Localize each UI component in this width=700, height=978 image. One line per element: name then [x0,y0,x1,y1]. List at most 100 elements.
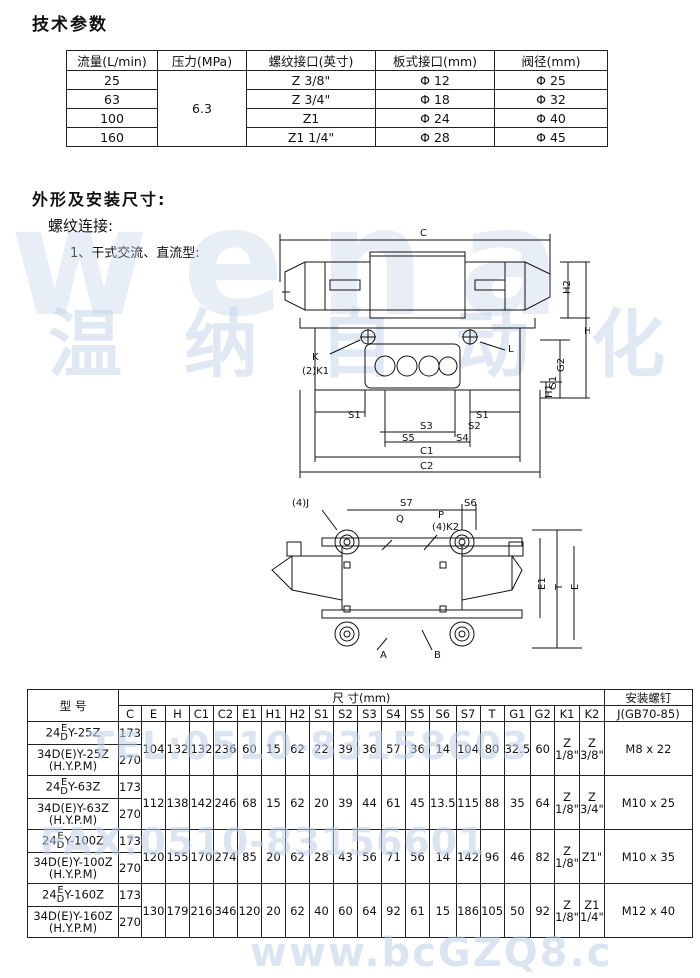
bolt-spec: M12 x 40 [603,883,694,938]
model-prefix: 24 [45,725,61,740]
model-sup: E [57,831,64,842]
watermark-fax: FAX:0510-83156601 [40,820,486,864]
spec-thread: Z1 1/4" [246,127,376,147]
dim-value: 45 [404,775,430,830]
dim-c-b: 270 [118,798,142,830]
model-sub: D [60,732,68,743]
col-header: S4 [380,705,406,722]
dim-value: 40 [308,883,334,938]
section-title-tech-params: 技术参数 [32,15,108,35]
dim-value: 20 [260,883,286,938]
plan-label-B: B [434,650,441,661]
model-suffix: Y-100Z [64,833,104,848]
plan-label-Q: Q [396,514,404,525]
col-header: C2 [212,705,238,722]
plan-label-S6: S6 [464,498,477,509]
dim-value: 274 [212,829,238,884]
dim-value: 15 [260,721,286,776]
model-sup: E [60,777,68,788]
spec-flow: 160 [66,127,158,147]
dim-value: 179 [164,883,190,938]
dim-value: 35 [503,775,532,830]
model-sup: E [60,723,68,734]
model-suffix: Y-25Z [68,725,101,740]
dim-value: 20 [260,829,286,884]
spec-plate: Φ 24 [375,108,495,128]
dim-value: 44 [356,775,382,830]
dim-value: 60 [236,721,262,776]
col-header: C [118,705,142,722]
watermark-logo: wena [10,176,595,350]
dim-value: 80 [479,721,505,776]
model-sub: D [60,786,68,797]
spec-dia: Φ 25 [494,70,608,90]
spec-header-plate: 板式接口(mm) [375,50,495,71]
section-title-dimensions: 外形及安装尺寸: [32,190,167,209]
dim-label-C2: C2 [420,461,433,472]
dim-value: 216 [188,883,214,938]
k2-bottom: 3/4" [579,801,604,816]
dim-value: 62 [284,883,310,938]
col-header: S3 [356,705,382,722]
model-b-line2: (H.Y.P.M) [48,921,98,935]
dim-label-K1: (2)K1 [302,366,329,377]
size-header: 尺 寸(mm) [118,689,605,706]
model-sup: E [57,885,64,896]
dim-label-S5: S5 [402,433,415,444]
k1-bottom: 1/8" [555,747,579,762]
model-name-b: 34D(E)Y-25Z(H.Y.P.M) [27,744,119,776]
dim-label-K: K [312,352,319,363]
dim-value: 92 [530,883,556,938]
k1-bottom: 1/8" [555,855,579,870]
dim-value: 68 [236,775,262,830]
spec-pressure: 6.3 [157,70,247,147]
spec-plate: Φ 12 [375,70,495,90]
drawing-front-view: C H2 H G2 G1 H1 K (2)K1 L S1 S1 S3 S2 S5… [279,228,590,478]
plan-label-S7: S7 [400,498,413,509]
model-b-line1: 34D(E)Y-63Z [36,801,110,815]
model-b-line1: 34D(E)Y-160Z [33,909,113,923]
dim-value: 85 [236,829,262,884]
model-prefix: 24 [42,887,57,902]
spec-flow: 25 [66,70,158,90]
dim-label-H1: H1 [544,384,555,398]
dims-row-b: 34D(E)Y-100Z(H.Y.P.M)270 [27,852,693,884]
bolt-spec: M8 x 22 [603,721,694,776]
dim-value: 170 [188,829,214,884]
dim-value: 56 [404,829,430,884]
col-header: G2 [530,705,556,722]
spec-plate: Φ 18 [375,89,495,109]
k1-bottom: 1/8" [555,909,579,924]
plan-label-P: P [438,510,444,521]
dim-value: 60 [530,721,556,776]
dim-label-S4: S4 [456,433,469,444]
model-b-line1: 34D(E)Y-100Z [33,855,113,869]
plan-label-A: A [380,650,387,661]
dim-value: 15 [428,883,457,938]
dim-c-a: 173 [118,883,142,907]
dim-label-C1: C1 [420,446,433,457]
spec-thread: Z 3/8" [246,70,376,90]
dim-value: 346 [212,883,238,938]
col-header: H [164,705,190,722]
k1-top: Z [563,897,572,912]
dim-value: 46 [503,829,532,884]
model-b-line2: (H.Y.P.M) [48,867,98,881]
dim-label-H2: H2 [562,280,573,294]
plan-label-K2: (4)K2 [432,522,459,533]
plan-label-J: (4)J [292,498,309,509]
col-header: K2 [578,705,605,722]
k1-top: Z [563,735,572,750]
model-header: 型 号 [27,689,119,722]
spec-header-thread: 螺纹接口(英寸) [246,50,376,71]
